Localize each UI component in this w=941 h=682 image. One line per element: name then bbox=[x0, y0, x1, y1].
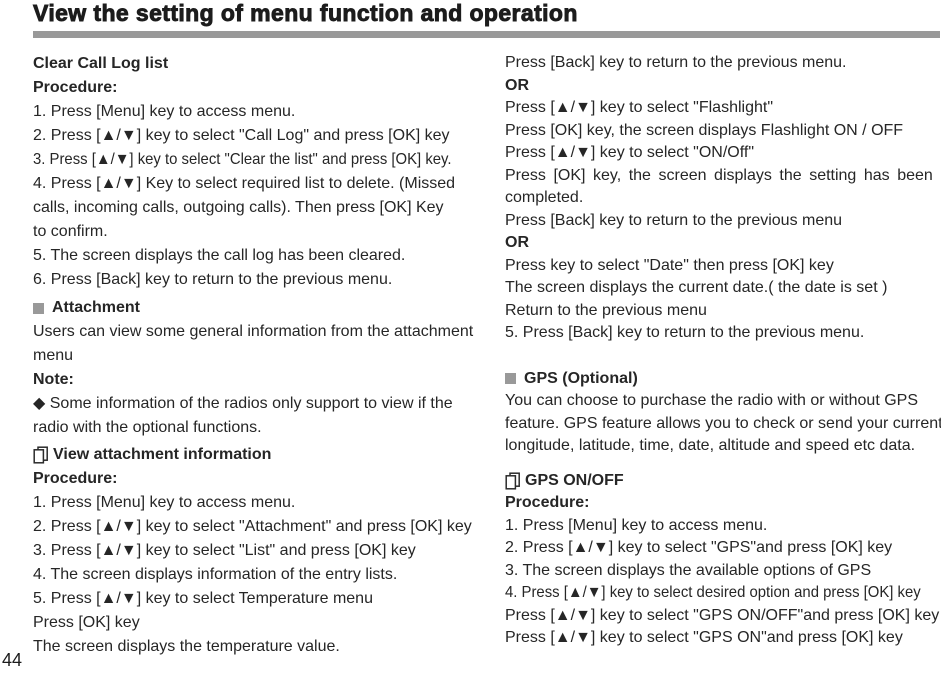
text-line: 5. The screen displays the call log has … bbox=[33, 247, 406, 264]
gray-square-icon bbox=[505, 373, 516, 385]
pages-icon bbox=[505, 472, 521, 490]
text-line: Press [OK] key, the screen displays Flas… bbox=[505, 121, 904, 139]
text-line: longitude, latitude, time, date, altitud… bbox=[505, 437, 916, 454]
text-line: Return to the previous menu bbox=[505, 301, 707, 319]
text-line: to confirm. bbox=[33, 223, 108, 240]
spacer bbox=[505, 345, 941, 364]
text-line: 2. Press [▲/▼] key to select "Attachment… bbox=[33, 518, 472, 535]
gray-square-icon bbox=[33, 302, 44, 314]
text-line: 3. Press [▲/▼] key to select "List" and … bbox=[33, 542, 416, 559]
text-line: Users can view some general information … bbox=[33, 323, 474, 340]
text-line: You can choose to purchase the radio wit… bbox=[505, 392, 918, 409]
text-line: 5. Press [▲/▼] key to select Temperature… bbox=[33, 590, 373, 607]
text-line: Press [OK] key bbox=[33, 614, 140, 631]
text-line: 4. Press [▲/▼] key to select desired opt… bbox=[505, 584, 921, 601]
section-heading-label: GPS (Optional) bbox=[524, 369, 638, 387]
pages-icon bbox=[33, 446, 49, 464]
text-line: 4. Press [▲/▼] Key to select required li… bbox=[33, 175, 456, 192]
or-label: OR bbox=[505, 76, 529, 94]
text-line: 2. Press [▲/▼] key to select "GPS"and pr… bbox=[505, 539, 893, 556]
note-label: Note: bbox=[33, 371, 74, 388]
text-line: 2. Press [▲/▼] key to select "Call Log" … bbox=[33, 127, 450, 144]
subsection-heading-view-attachment: View attachment information bbox=[33, 443, 478, 467]
text-line: completed. bbox=[505, 189, 584, 206]
procedure-label: Procedure: bbox=[33, 79, 118, 96]
text-line: The screen displays the temperature valu… bbox=[33, 638, 340, 655]
text-line: 4. The screen displays information of th… bbox=[33, 566, 398, 583]
procedure-label: Procedure: bbox=[33, 470, 118, 487]
text-line: 1. Press [Menu] key to access menu. bbox=[33, 103, 296, 120]
note-line: ◆ Some information of the radios only su… bbox=[33, 395, 453, 412]
text-line: Press [▲/▼] key to select "ON/Off" bbox=[505, 144, 755, 161]
subsection-heading-label: View attachment information bbox=[53, 446, 272, 463]
page-title: View the setting of menu function and op… bbox=[33, 0, 578, 26]
subsection-heading-label: GPS ON/OFF bbox=[525, 471, 624, 489]
procedure-label: Procedure: bbox=[505, 494, 590, 511]
text-line: Press [▲/▼] key to select "Flashlight" bbox=[505, 99, 774, 116]
text-line: Press [Back] key to return to the previo… bbox=[505, 54, 847, 71]
text-line: 3. Press [▲/▼] key to select "Clear the … bbox=[33, 151, 452, 168]
text-line: menu bbox=[33, 347, 74, 364]
text-line: 5. Press [Back] key to return to the pre… bbox=[505, 324, 865, 341]
note-line: radio with the optional functions. bbox=[33, 419, 262, 436]
left-column: Clear Call Log list Procedure: 1. Press … bbox=[33, 52, 478, 659]
text-line: The screen displays the current date.( t… bbox=[505, 279, 888, 296]
section-heading-attachment: Attachment bbox=[33, 296, 478, 320]
text-line: calls, incoming calls, outgoing calls). … bbox=[33, 199, 444, 216]
text-line: Press [OK] key, the screen displays the … bbox=[505, 166, 933, 184]
text-line: Press [Back] key to return to the previo… bbox=[505, 211, 843, 229]
right-column: Press [Back] key to return to the previo… bbox=[505, 52, 941, 650]
text-line: 1. Press [Menu] key to access menu. bbox=[33, 494, 296, 511]
page-number: 44 bbox=[2, 650, 23, 670]
text-line: Press key to select "Date" then press [O… bbox=[505, 256, 834, 274]
section-heading-gps: GPS (Optional) bbox=[505, 368, 941, 391]
text-line: Press [▲/▼] key to select "GPS ON"and pr… bbox=[505, 629, 903, 646]
spacer bbox=[505, 458, 941, 467]
section-title: Clear Call Log list bbox=[33, 55, 169, 72]
text-line: 6. Press [Back] key to return to the pre… bbox=[33, 271, 393, 288]
text-line: 3. The screen displays the available opt… bbox=[505, 561, 872, 579]
text-line: 1. Press [Menu] key to access menu. bbox=[505, 516, 768, 534]
section-heading-label: Attachment bbox=[52, 299, 141, 316]
text-line: feature. GPS feature allows you to check… bbox=[505, 414, 941, 432]
or-label: OR bbox=[505, 234, 529, 251]
text-line: Press [▲/▼] key to select "GPS ON/OFF"an… bbox=[505, 606, 940, 624]
subsection-heading-gps-onoff: GPS ON/OFF bbox=[505, 470, 941, 493]
title-underline-bar bbox=[33, 31, 940, 38]
